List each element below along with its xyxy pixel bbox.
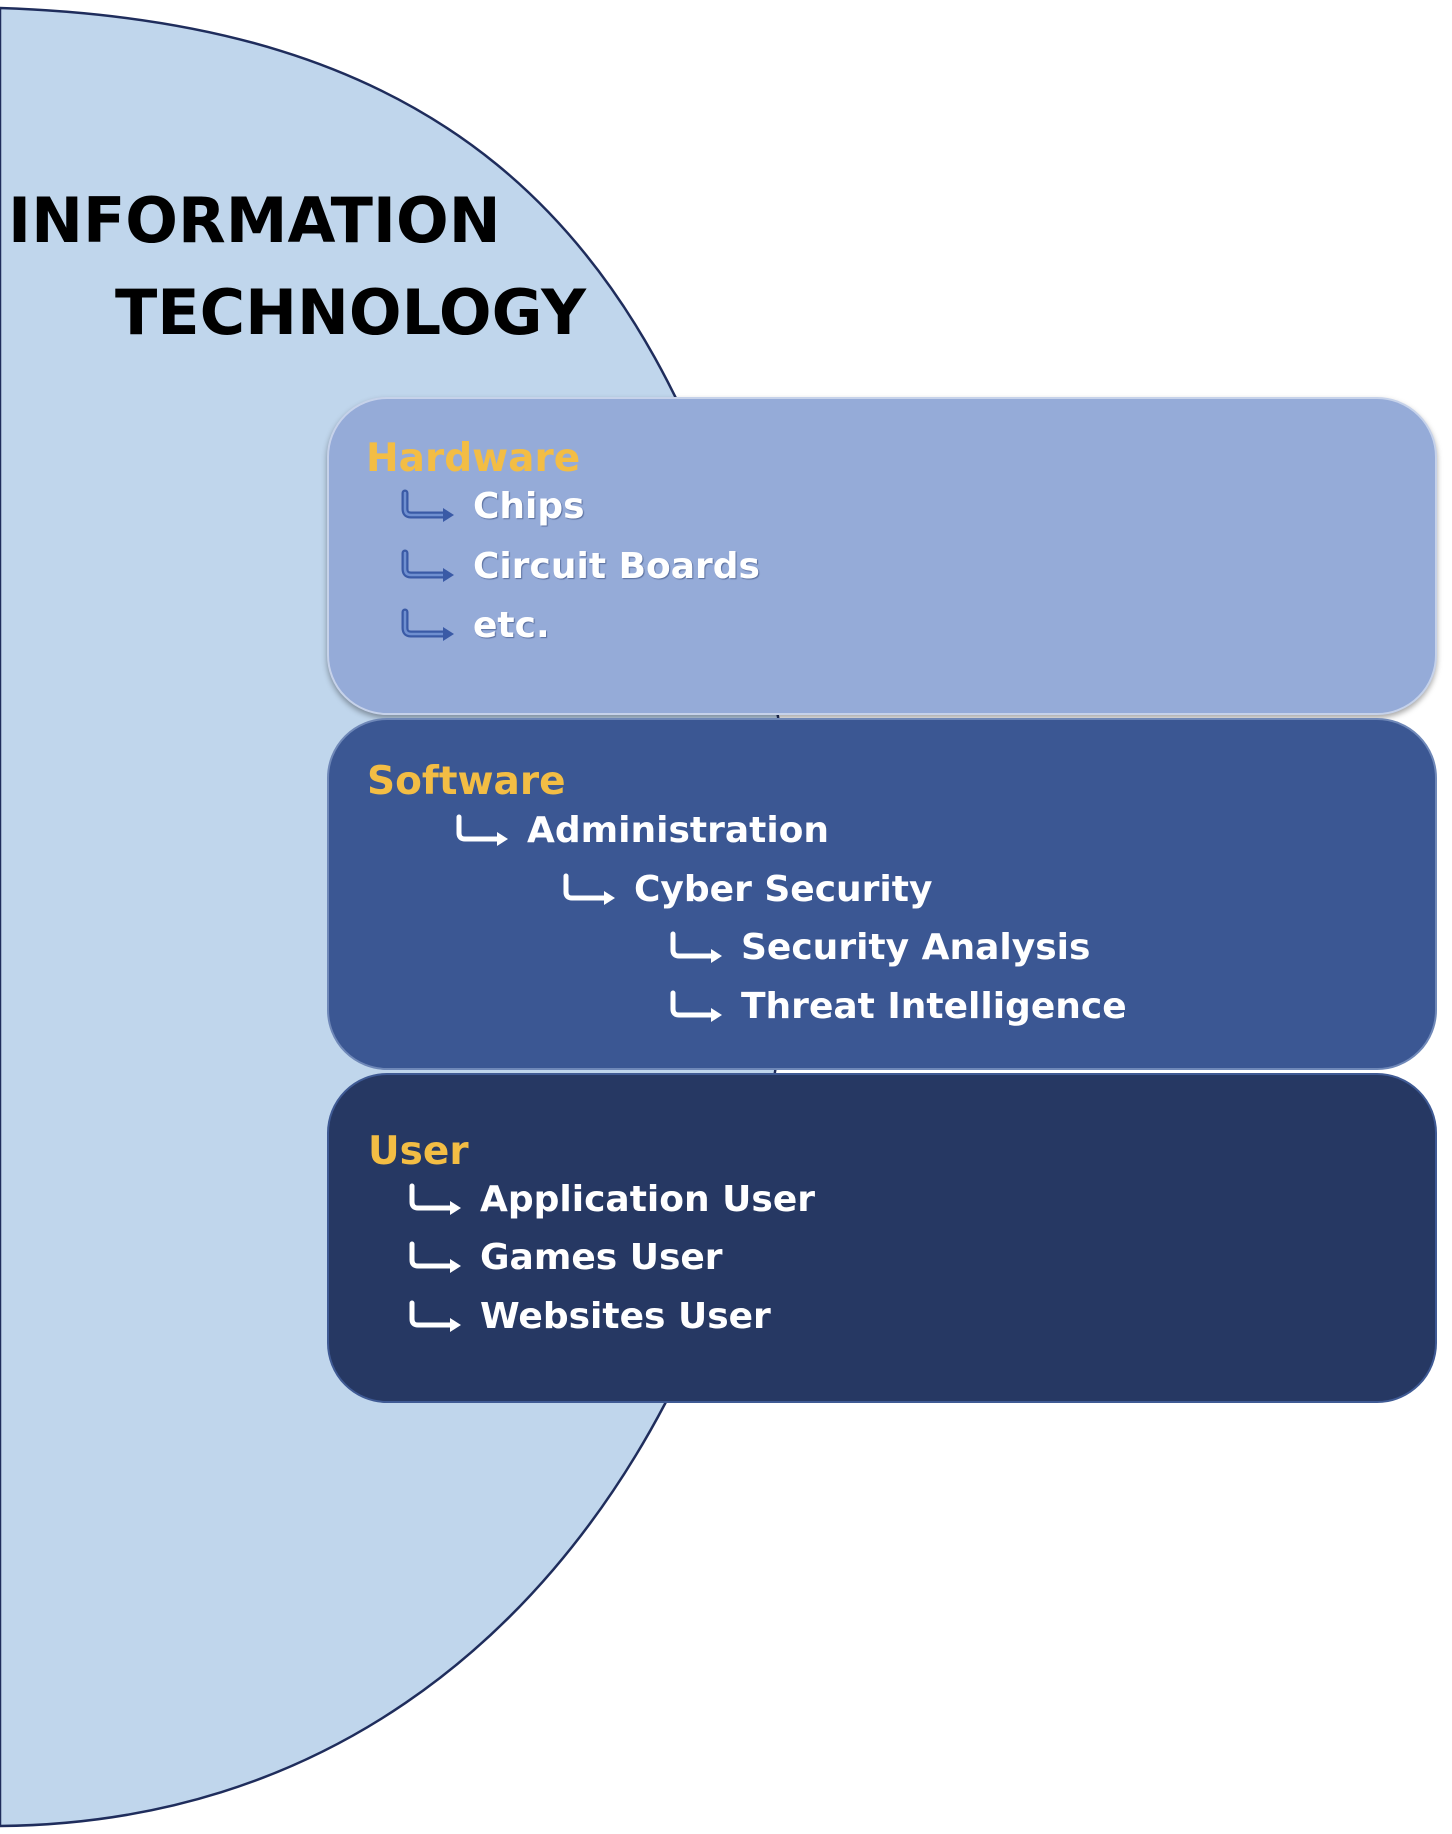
software-item: Cyber Security (560, 872, 932, 908)
return-arrow-icon (401, 608, 454, 641)
return-arrow-icon (670, 931, 722, 963)
hardware-item-label: Chips (473, 486, 585, 527)
user-item-label: Websites User (480, 1296, 771, 1337)
return-arrow-icon (409, 1241, 461, 1273)
user-item-label: Application User (480, 1179, 815, 1220)
user-heading: User (368, 1129, 469, 1174)
software-item: Threat Intelligence (667, 989, 1127, 1025)
hardware-heading: Hardware (366, 436, 581, 481)
software-item-label: Cyber Security (634, 869, 933, 910)
hardware-item-label: Circuit Boards (473, 546, 760, 587)
user-panel: User Application User Games User Website… (327, 1073, 1437, 1403)
user-item: Games User (406, 1240, 723, 1276)
hardware-item: Chips (399, 489, 585, 525)
hardware-item: Circuit Boards (399, 549, 760, 585)
hardware-item-label: etc. (473, 605, 550, 646)
hardware-item: etc. (399, 608, 550, 644)
user-item: Websites User (406, 1299, 771, 1335)
software-heading: Software (367, 759, 566, 804)
software-item-label: Threat Intelligence (741, 986, 1127, 1027)
return-arrow-icon (409, 1300, 461, 1332)
user-item: Application User (406, 1182, 815, 1218)
return-arrow-icon (401, 489, 454, 522)
user-item-label: Games User (480, 1237, 723, 1278)
hardware-panel: Hardware Chips Circuit Boards e (327, 397, 1437, 715)
return-arrow-icon (409, 1183, 461, 1215)
return-arrow-icon (670, 990, 722, 1022)
software-item: Security Analysis (667, 930, 1090, 966)
software-item: Administration (453, 813, 829, 849)
diagram-title-line-2: TECHNOLOGY (115, 276, 587, 349)
return-arrow-icon (456, 814, 508, 846)
return-arrow-icon (401, 549, 454, 582)
software-item-label: Administration (527, 810, 830, 851)
software-item-label: Security Analysis (741, 927, 1091, 968)
return-arrow-icon (563, 873, 615, 905)
diagram-title-line-1: INFORMATION (8, 184, 501, 257)
software-panel: Software Administration Cyber Security S… (327, 718, 1437, 1070)
